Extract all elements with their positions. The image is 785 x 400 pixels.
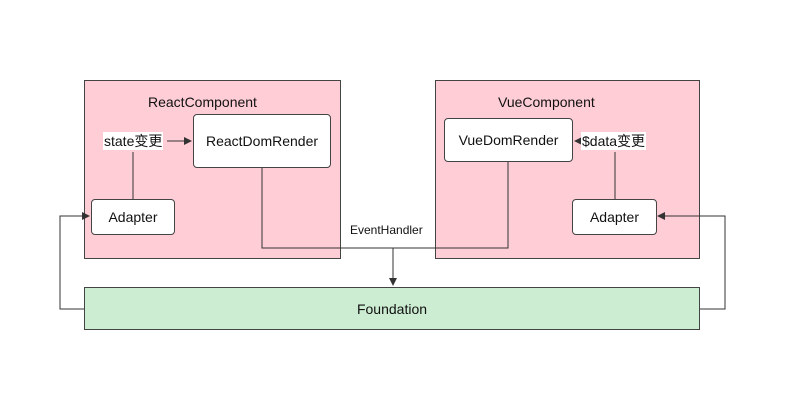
event-handler-label: EventHandler	[348, 223, 425, 237]
vue-component-title: VueComponent	[498, 94, 595, 110]
vue-data-change-label: $data变更	[581, 132, 647, 150]
foundation-to-react-adapter-line	[59, 212, 90, 310]
react-component-title: ReactComponent	[148, 94, 257, 110]
foundation-to-vue-adapter-line	[657, 212, 726, 310]
vue-dom-render-box: VueDomRender	[444, 118, 573, 162]
foundation-box: Foundation	[84, 287, 700, 330]
react-state-change-label: state变更	[103, 132, 164, 150]
react-adapter-box: Adapter	[91, 199, 175, 235]
react-dom-render-box: ReactDomRender	[193, 114, 331, 168]
react-render-to-foundation-line	[261, 168, 393, 249]
vue-adapter-box: Adapter	[572, 199, 657, 235]
vue-render-to-foundation-line	[393, 162, 509, 249]
